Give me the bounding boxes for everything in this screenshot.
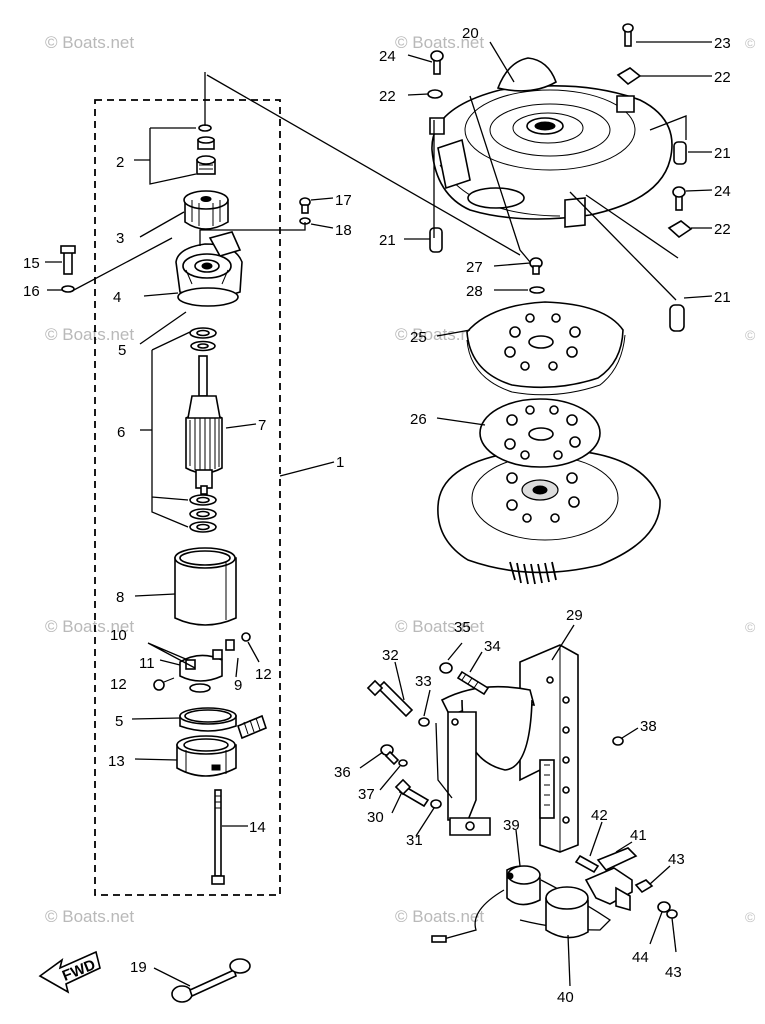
watermark: © Boats.net	[45, 617, 134, 636]
bracket-fasteners	[366, 662, 624, 874]
watermarks: © Boats.net © Boats.net © © Boats.net © …	[45, 33, 756, 926]
callout-labels-cover: 20 24 22 23 22 21 24 22 21 21 27 28 25 2…	[379, 25, 731, 428]
callout-number: 2	[116, 154, 124, 171]
callout-number: 22	[714, 69, 731, 86]
callout-number: 10	[110, 627, 127, 644]
callout-number: 1	[336, 454, 344, 471]
watermark-mark: ©	[745, 35, 756, 51]
callout-number: 18	[335, 222, 352, 239]
watermark-mark: ©	[745, 619, 756, 635]
callout-number: 7	[258, 417, 266, 434]
callout-number: 28	[466, 283, 483, 300]
callout-number: 42	[591, 807, 608, 824]
fwd-label: FWD	[60, 956, 98, 985]
callout-number: 4	[113, 289, 121, 306]
through-bolt	[211, 789, 225, 885]
callout-number: 21	[379, 232, 396, 249]
callout-number: 39	[503, 817, 520, 834]
assembly-outline	[94, 99, 281, 896]
watermark: © Boats.net	[395, 907, 484, 926]
leader-lines-cover	[404, 41, 713, 426]
callout-number: 12	[110, 676, 127, 693]
washer-set	[189, 494, 217, 533]
callout-number: 9	[234, 677, 242, 694]
watermark: © Boats.net	[45, 907, 134, 926]
callout-number: 38	[640, 718, 657, 735]
flywheel-cover	[429, 57, 673, 228]
terminal-cap-19: 19	[130, 958, 251, 1003]
callout-number: 11	[139, 655, 155, 672]
relay-nuts	[634, 879, 678, 919]
callout-number: 26	[410, 411, 427, 428]
callout-number: 3	[116, 230, 124, 247]
callout-number: 37	[358, 786, 375, 803]
thrust-washer-upper	[189, 327, 217, 352]
main-bracket	[440, 644, 579, 853]
callout-number: 21	[714, 289, 731, 306]
flywheel-cover-assembly: 20 24 22 23 22 21 24 22 21 21 27 28 25 2…	[379, 23, 731, 585]
watermark: © Boats.net	[45, 325, 134, 344]
armature	[185, 355, 223, 495]
watermark: © Boats.net	[395, 33, 484, 52]
forward-direction-badge: FWD	[38, 950, 101, 994]
callout-labels-bracket: 29 35 34 32 33 38 36 37 30 31 39 42 41 4…	[334, 607, 685, 1006]
watermark: © Boats.net	[395, 617, 484, 636]
callout-number: 43	[668, 851, 685, 868]
callout-number: 36	[334, 764, 351, 781]
callout-number: 15	[23, 255, 40, 272]
bearing-ring	[179, 707, 237, 732]
callout-number: 31	[406, 832, 423, 849]
callout-number: 30	[367, 809, 384, 826]
callout-number: 27	[466, 259, 483, 276]
callout-number: 29	[566, 607, 583, 624]
callout-number: 5	[118, 342, 126, 359]
mounting-bracket-assembly: 29 35 34 32 33 38 36 37 30 31 39 42 41 4…	[334, 607, 685, 1006]
starter-motor-assembly: 2 3 4 5 6 7 8 9 10 11 12 12 5 13 14 15 1…	[23, 72, 521, 896]
watermark-mark: ©	[745, 909, 756, 925]
callout-number: 22	[379, 88, 396, 105]
power-relay	[545, 847, 638, 939]
leader-lines-left	[45, 72, 521, 827]
callout-number: 43	[665, 964, 682, 981]
brush-holder	[153, 632, 251, 693]
callout-number: 24	[379, 48, 396, 65]
flywheel	[437, 398, 661, 585]
timing-plate	[466, 301, 626, 396]
callout-number: 12	[255, 666, 272, 683]
watermark-mark: ©	[745, 327, 756, 343]
watermark: © Boats.net	[395, 325, 484, 344]
callout-labels-left: 2 3 4 5 6 7 8 9 10 11 12 12 5 13 14 15 1…	[23, 154, 352, 836]
yoke-housing	[174, 547, 237, 626]
callout-number: 33	[415, 673, 432, 690]
callout-number: 35	[454, 619, 471, 636]
callout-number: 13	[108, 753, 125, 770]
bolt-washer-15-16	[60, 245, 76, 293]
pinion-gear	[183, 190, 229, 230]
callout-number: 14	[249, 819, 266, 836]
callout-number: 5	[115, 713, 123, 730]
end-bracket	[175, 231, 243, 307]
bushing	[196, 124, 216, 175]
callout-number: 32	[382, 647, 399, 664]
callout-number: 17	[335, 192, 352, 209]
screw-17-18	[299, 197, 311, 225]
callout-number: 44	[632, 949, 649, 966]
callout-number: 24	[714, 183, 731, 200]
callout-number: 34	[484, 638, 501, 655]
leader-lines-bracket	[359, 624, 677, 987]
callout-number: 23	[714, 35, 731, 52]
callout-number: 21	[714, 145, 731, 162]
callout-number: 19	[130, 959, 147, 976]
callout-number: 8	[116, 589, 124, 606]
callout-number: 22	[714, 221, 731, 238]
watermark: © Boats.net	[45, 33, 134, 52]
callout-number: 25	[410, 329, 427, 346]
callout-number: 20	[462, 25, 479, 42]
callout-number: 6	[117, 424, 125, 441]
callout-number: 40	[557, 989, 574, 1006]
callout-number: 16	[23, 283, 40, 300]
callout-number: 41	[630, 827, 647, 844]
lower-cap	[176, 714, 267, 777]
